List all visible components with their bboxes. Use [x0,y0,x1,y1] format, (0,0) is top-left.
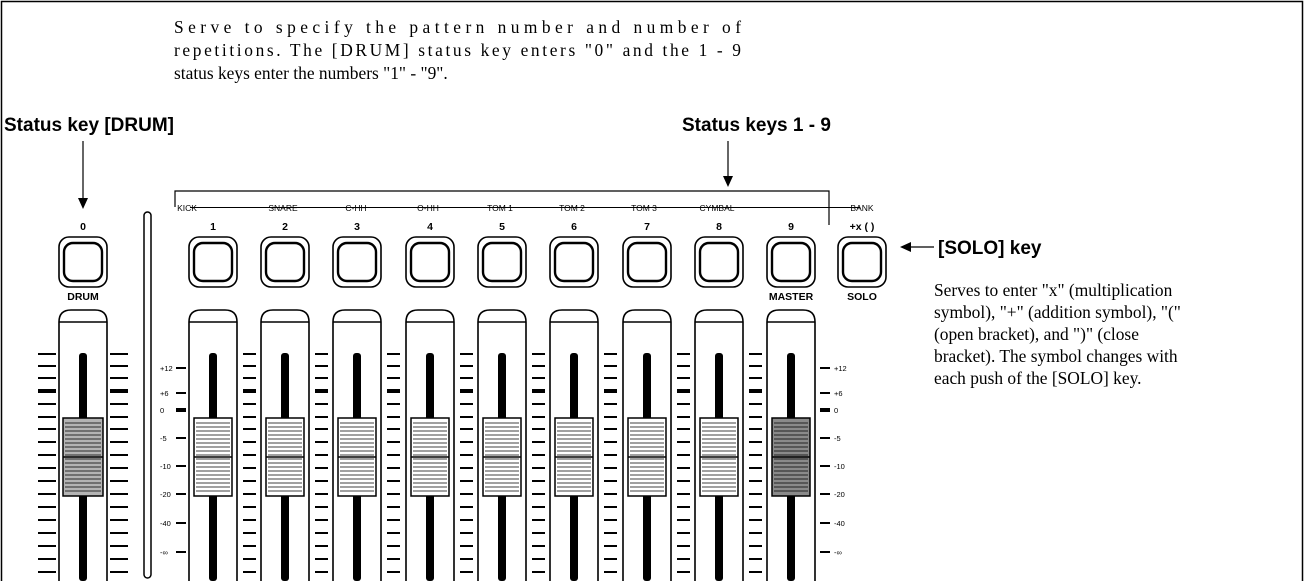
fader-7[interactable] [622,309,672,581]
key-1-number: 1 [210,221,216,233]
status-key-1[interactable] [188,236,238,288]
bank-top-label: BANK [850,203,873,213]
solo-key-label: SOLO [847,291,877,303]
solo-description-line-2: symbol), "+" (addition symbol), "(" [934,302,1181,322]
scale-label-right: +6 [834,389,843,398]
solo-status-key[interactable] [837,236,887,288]
fader-4[interactable] [405,309,455,581]
fader-3[interactable] [332,309,382,581]
drum-key-number: 0 [80,221,86,233]
status-keys-callout: Status keys 1 - 9 [682,115,831,136]
drum-key-label: DRUM [67,291,99,303]
fader-scale-labels: +12 +6 0 -5 -10 -20 -40 -∞ +12 +6 0 -5 -10 -20 -40 -∞ [160,364,847,557]
status-key-5[interactable] [477,236,527,288]
scale-label-right: -20 [834,490,845,499]
scale-label-left: -10 [160,462,171,471]
drum-arrow-head [78,198,88,209]
key-4-number: 4 [427,221,433,233]
top-description-line-3: status keys enter the numbers "1" - "9". [174,63,448,83]
status-keys [58,236,887,288]
solo-description-line-1: Serves to enter "x" (multiplication [934,280,1173,300]
scale-label-left: -∞ [160,548,168,557]
scale-label-left: 0 [160,406,164,415]
key-6-number: 6 [571,221,577,233]
solo-key-number: +x ( ) [850,221,875,233]
fader-1[interactable] [188,309,238,581]
status-key-9[interactable] [766,236,816,288]
status-key-6[interactable] [549,236,599,288]
drum-fader[interactable] [58,309,108,581]
scale-label-right: -10 [834,462,845,471]
scale-label-left: -20 [160,490,171,499]
solo-arrow-head [900,242,911,252]
status-key-4[interactable] [405,236,455,288]
top-description-line-2: repetitions. The [DRUM] status key enter… [174,40,741,60]
scale-label-right: -5 [834,434,841,443]
solo-description-line-5: each push of the [SOLO] key. [934,368,1142,388]
solo-description-line-4: bracket). The symbol changes with [934,346,1178,366]
key-5-number: 5 [499,221,505,233]
fader-tick-marks [38,353,762,573]
scale-label-right: 0 [834,406,838,415]
fader-5[interactable] [477,309,527,581]
master-label: MASTER [769,291,814,303]
fader-2[interactable] [260,309,310,581]
solo-description-line-3: (open bracket), and ")" (close [934,324,1139,344]
status-arrow-head [723,176,733,187]
status-key-7[interactable] [622,236,672,288]
master-fader[interactable] [766,309,816,581]
drum-key-callout: Status key [DRUM] [4,115,174,136]
scale-label-left: +6 [160,389,169,398]
status-key-8[interactable] [694,236,744,288]
drum-status-key[interactable] [58,236,108,288]
scale-label-right: -∞ [834,548,842,557]
channel-2-top-label: SNARE [268,203,298,213]
channel-3-top-label: C-HH [345,203,366,213]
key-7-number: 7 [644,221,650,233]
top-description-line-1: Serve to specify the pattern number and … [174,17,741,37]
key-9-number: 9 [788,221,794,233]
section-divider [143,211,152,579]
scale-label-right: +12 [834,364,847,373]
channel-8-top-label: CYMBAL [700,203,735,213]
left-scale: +12 +6 0 -5 -10 -20 -40 -∞ [160,364,186,557]
status-key-2[interactable] [260,236,310,288]
fader-6[interactable] [549,309,599,581]
status-key-3[interactable] [332,236,382,288]
fader-8[interactable] [694,309,744,581]
fader-strips [38,309,816,581]
scale-label-right: -40 [834,519,845,528]
channel-7-top-label: TOM 3 [631,203,657,213]
key-3-number: 3 [354,221,360,233]
channel-1-top-label: KICK [177,203,197,213]
right-scale: +12 +6 0 -5 -10 -20 -40 -∞ [820,364,847,557]
channel-4-top-label: O-HH [417,203,439,213]
key-2-number: 2 [282,221,288,233]
scale-label-left: +12 [160,364,173,373]
key-8-number: 8 [716,221,722,233]
solo-key-callout: [SOLO] key [938,238,1042,259]
channel-5-top-label: TOM 1 [487,203,513,213]
scale-label-left: -5 [160,434,167,443]
channel-6-top-label: TOM 2 [559,203,585,213]
scale-label-left: -40 [160,519,171,528]
